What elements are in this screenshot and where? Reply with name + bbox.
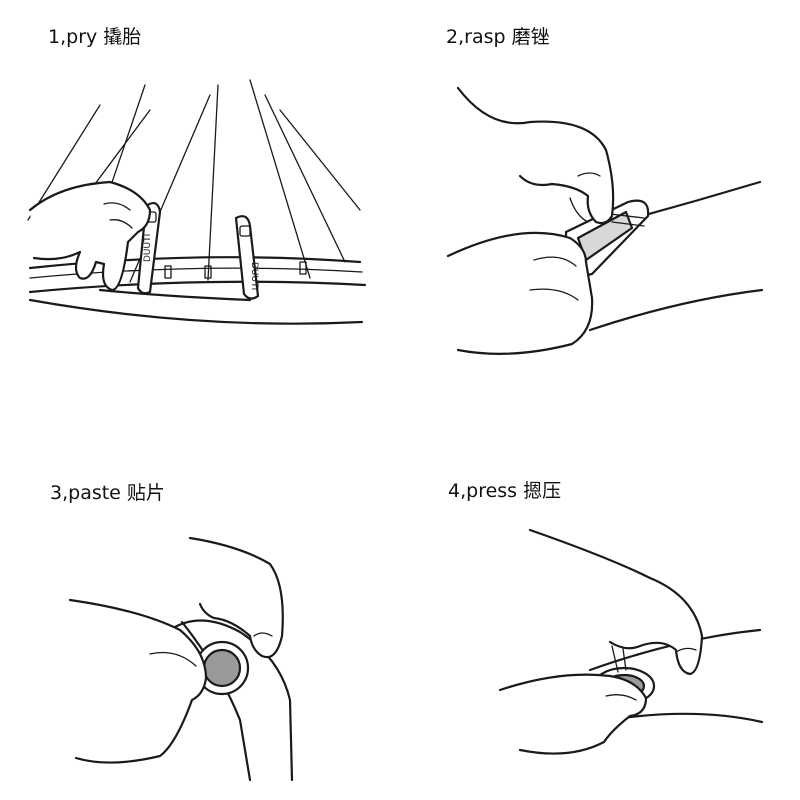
lower-hand bbox=[446, 231, 594, 355]
tire bbox=[28, 298, 364, 325]
step-panel-paste: 3,paste 贴片 bbox=[0, 400, 400, 800]
step-panel-press: 4,press 摁压 bbox=[400, 400, 800, 800]
tire-lever-right-text: DUUTI bbox=[249, 262, 259, 290]
step-panel-pry: 1,pry 撬胎 DUUTI bbox=[0, 0, 400, 400]
upper-hand bbox=[528, 528, 704, 676]
rasp-illustration bbox=[446, 86, 764, 355]
inner-tube bbox=[168, 619, 294, 782]
patch bbox=[194, 640, 250, 696]
rasp-tool bbox=[564, 199, 650, 277]
upper-hand bbox=[456, 86, 615, 225]
step-label-rasp: 2,rasp 磨锉 bbox=[446, 26, 550, 48]
step-label-press: 4,press 摁压 bbox=[448, 480, 562, 502]
wheel-rim-outer bbox=[28, 256, 362, 270]
step-panel-rasp: 2,rasp 磨锉 bbox=[400, 0, 800, 400]
upper-hand bbox=[188, 536, 284, 659]
tire-lever-left-text: DUUTI bbox=[143, 234, 153, 262]
tire-lever-right: DUUTI bbox=[234, 215, 260, 300]
lower-hand bbox=[68, 598, 208, 764]
step-label-paste: 3,paste 贴片 bbox=[50, 482, 165, 504]
press-illustration bbox=[498, 528, 764, 755]
lower-hand bbox=[498, 673, 648, 755]
hand bbox=[28, 180, 152, 292]
step-label-pry: 1,pry 撬胎 bbox=[48, 26, 142, 48]
paste-illustration bbox=[68, 536, 294, 782]
pry-illustration: DUUTI DUUTI bbox=[27, 79, 367, 325]
